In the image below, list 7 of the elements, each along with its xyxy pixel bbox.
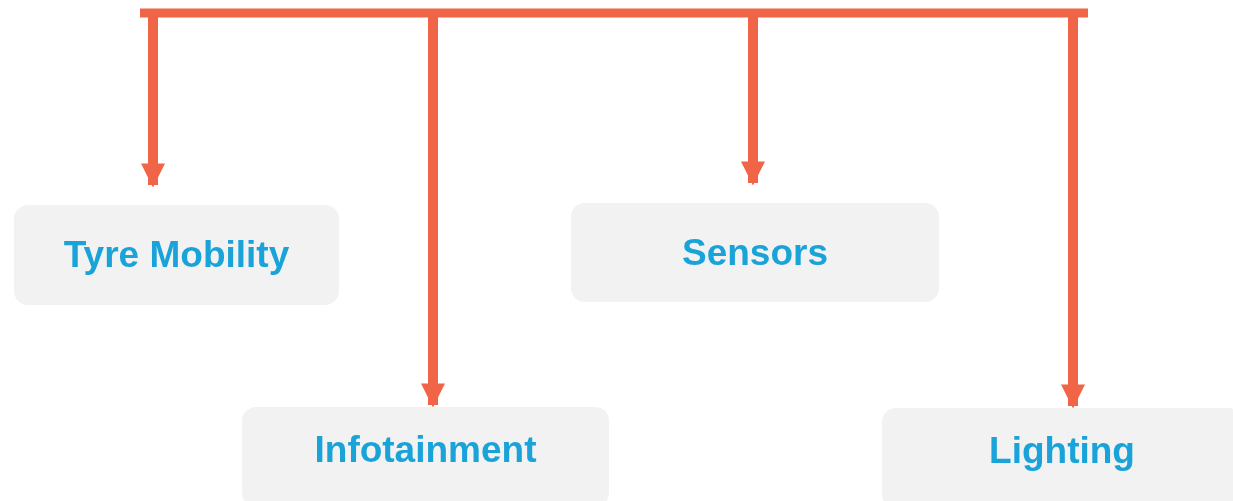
- category-label: Sensors: [682, 231, 828, 274]
- category-box: [882, 408, 1233, 501]
- category-label: Infotainment: [314, 429, 537, 471]
- category-box: [242, 407, 609, 501]
- category-label: Lighting: [989, 430, 1135, 472]
- branch-bar: [140, 8, 1088, 18]
- category-label: Tyre Mobility: [63, 234, 290, 276]
